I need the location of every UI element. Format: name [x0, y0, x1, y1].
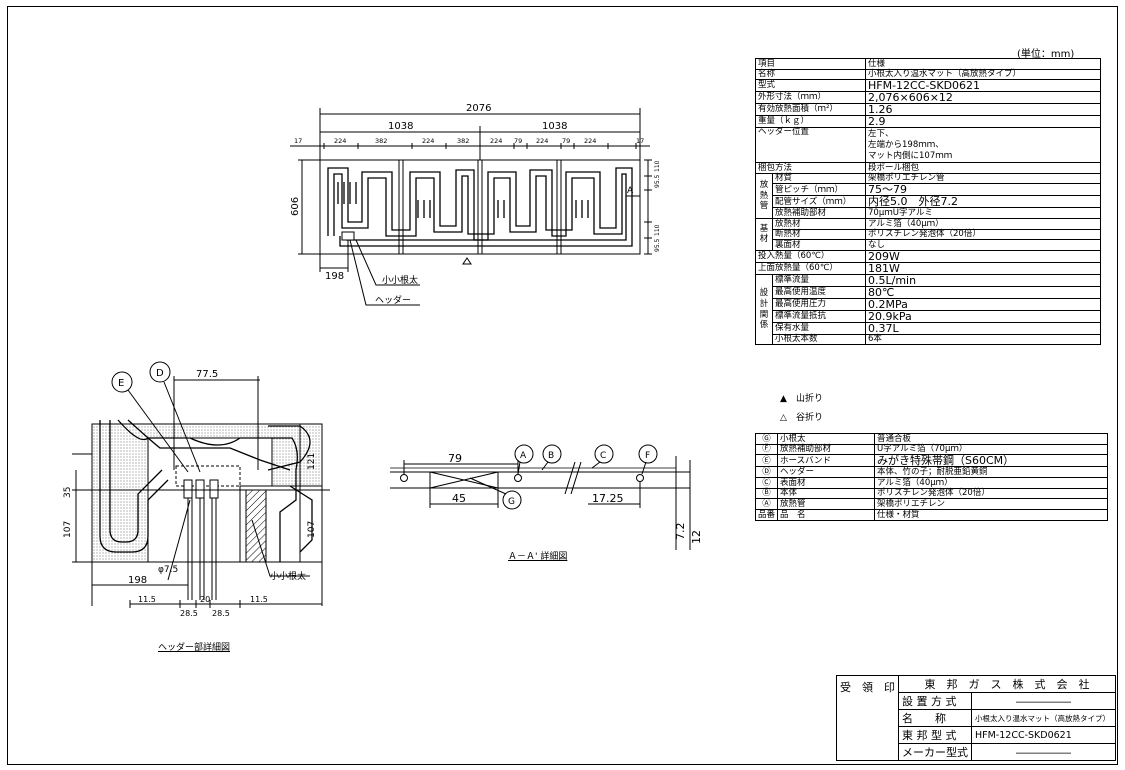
- fold-legend: ▲ 山折り △ 谷折り: [780, 390, 823, 428]
- svg-text:F: F: [645, 451, 650, 461]
- caption-section: Ａ－Ａ' 詳細図: [508, 552, 568, 562]
- dim-header-offset: 198: [325, 271, 344, 282]
- dim-overall: 2076: [466, 103, 491, 114]
- svg-text:A: A: [520, 451, 527, 461]
- section-detail: [390, 444, 691, 550]
- svg-text:28.5: 28.5: [180, 609, 198, 618]
- svg-text:95.5: 95.5: [654, 238, 661, 252]
- dim-half-right: 1038: [542, 121, 567, 132]
- unit-label: (単位：mm): [1017, 49, 1075, 60]
- section-labels: A B C F G 79 45 17.25 7.2 12: [448, 451, 703, 544]
- svg-text:79: 79: [514, 137, 522, 145]
- mountain-fold-icon: ▲: [780, 394, 787, 404]
- label-header: ヘッダー: [375, 294, 411, 306]
- label-neda: 小小根太: [382, 274, 418, 286]
- svg-text:79: 79: [562, 137, 570, 145]
- svg-text:小小根太: 小小根太: [270, 570, 306, 582]
- company-name: 東 邦 ガ ス 株 式 会 社: [898, 675, 1116, 693]
- svg-text:17.25: 17.25: [592, 492, 624, 505]
- legend-mountain: 山折り: [795, 394, 823, 404]
- svg-text:7.2: 7.2: [674, 523, 687, 541]
- header-detail: [72, 361, 330, 608]
- drawing-sheet: [7, 6, 1118, 765]
- dim-height: 606: [290, 197, 301, 216]
- svg-text:224: 224: [536, 137, 548, 145]
- svg-text:11.5: 11.5: [250, 595, 268, 604]
- svg-text:17: 17: [636, 137, 644, 145]
- svg-text:121: 121: [307, 453, 317, 470]
- svg-text:28.5: 28.5: [212, 609, 230, 618]
- svg-text:17: 17: [294, 137, 302, 145]
- caption-header-detail: ヘッダー部詳細図: [158, 643, 231, 653]
- svg-text:11.5: 11.5: [138, 595, 156, 604]
- svg-text:224: 224: [422, 137, 434, 145]
- svg-text:224: 224: [490, 137, 502, 145]
- svg-text:382: 382: [457, 137, 469, 145]
- svg-text:110: 110: [654, 160, 661, 172]
- svg-text:198: 198: [128, 575, 147, 586]
- legend-valley: 谷折り: [795, 413, 823, 423]
- svg-text:φ7.5: φ7.5: [158, 565, 178, 575]
- svg-text:B: B: [548, 451, 554, 461]
- svg-text:G: G: [508, 497, 515, 507]
- svg-text:20: 20: [200, 595, 210, 604]
- header-detail-labels: E D 77.5 35 107 121 107 198 φ7.5 11.5 28…: [63, 368, 317, 618]
- balloon-d: D: [156, 368, 164, 379]
- svg-text:110: 110: [654, 224, 661, 236]
- svg-text:12: 12: [690, 530, 703, 544]
- valley-fold-icon: △: [780, 413, 787, 423]
- dim-half-left: 1038: [388, 121, 413, 132]
- svg-text:79: 79: [448, 452, 462, 465]
- plan-view: [290, 108, 652, 306]
- svg-text:45: 45: [452, 492, 466, 505]
- balloon-e: E: [118, 378, 124, 389]
- svg-text:107: 107: [307, 521, 317, 538]
- svg-text:107: 107: [63, 521, 73, 538]
- svg-text:224: 224: [334, 137, 346, 145]
- plan-labels: 2076 1038 1038 17 224 382 224 382 224 79…: [290, 103, 661, 306]
- svg-text:77.5: 77.5: [196, 369, 218, 380]
- section-marker: A: [627, 186, 634, 196]
- stamp-label: 受 領 印: [836, 675, 899, 761]
- segment-ticks: [319, 143, 641, 149]
- svg-text:35: 35: [63, 487, 73, 498]
- svg-text:382: 382: [375, 137, 387, 145]
- svg-text:224: 224: [584, 137, 596, 145]
- svg-text:C: C: [600, 451, 606, 461]
- title-block: 受 領 印 東 邦 ガ ス 株 式 会 社 設 置 方 式――――― 名 称小根…: [836, 675, 1116, 761]
- svg-text:95.5: 95.5: [654, 174, 661, 188]
